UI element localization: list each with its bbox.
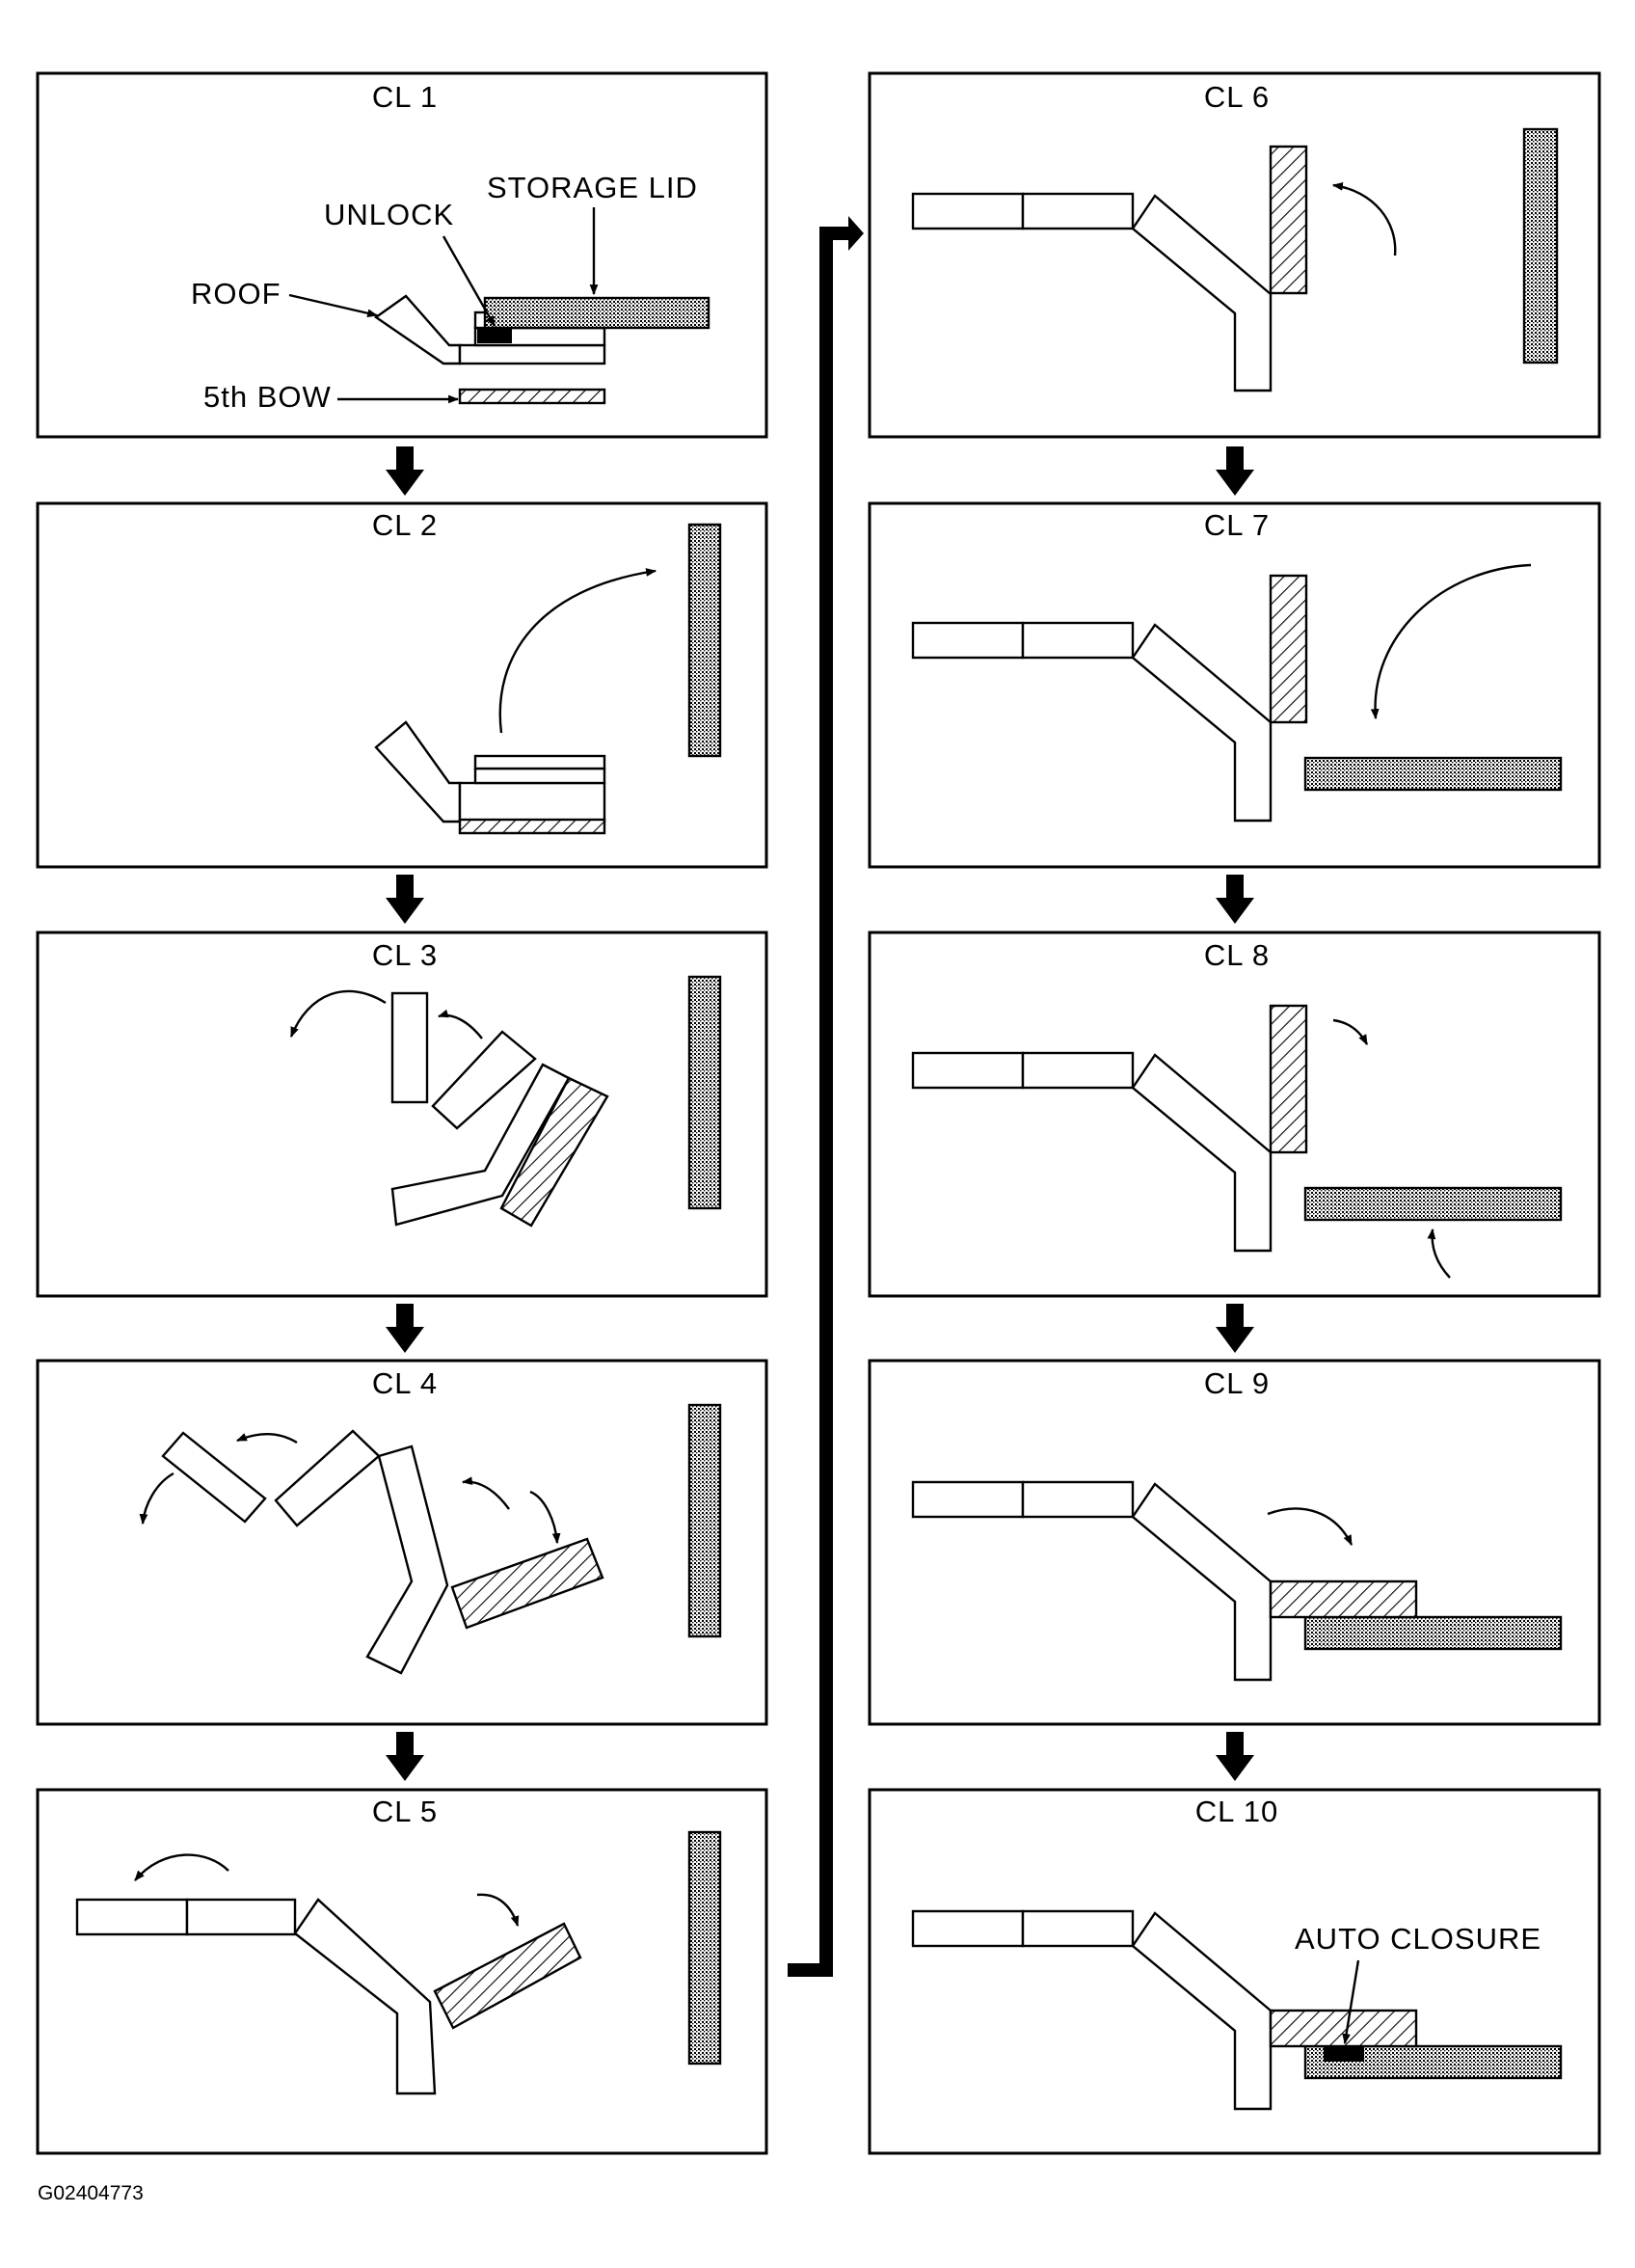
transition-arrow: [788, 227, 850, 1977]
callout-storage-lid: STORAGE LID: [487, 171, 698, 204]
down-arrow-icon: [1216, 446, 1254, 496]
storage-lid: [1303, 1615, 1563, 1651]
fifth-bow: [433, 1922, 582, 2030]
roof-front-panel: [911, 1480, 1025, 1519]
down-arrow-icon: [386, 446, 424, 496]
motion-arrow: [437, 1009, 483, 1040]
roof-segment: [431, 1030, 537, 1130]
storage-lid: [1522, 127, 1559, 364]
panel-cl9: CL 9: [868, 1359, 1601, 1726]
down-arrow-icon: [386, 1304, 424, 1353]
panel-title: CL 9: [1204, 1366, 1270, 1400]
roof-segment: [161, 1431, 267, 1524]
panel-title: CL 4: [372, 1366, 438, 1400]
roof-front-panel: [911, 192, 1025, 230]
panel-cl8: CL 8: [868, 931, 1601, 1298]
panel-cl6: CL 6: [868, 71, 1601, 439]
motion-arrow: [289, 989, 387, 1039]
panel-cl1: CL 1 STORAGE LID UNLOCK ROOF 5th BOW: [36, 71, 768, 439]
motion-arrow: [1331, 182, 1397, 256]
storage-lid: [483, 296, 710, 330]
motion-arrow: [529, 1490, 561, 1545]
panel-title: CL 3: [372, 938, 438, 972]
roof-rear-segment: [1131, 194, 1273, 392]
motion-arrow: [1427, 1228, 1451, 1279]
storage-lid: [687, 523, 722, 758]
motion-arrow: [498, 568, 657, 734]
figure-code: G02404773: [38, 2182, 144, 2204]
callout-auto-closure: AUTO CLOSURE: [1295, 1922, 1541, 1956]
auto-closure-latch: [1324, 2046, 1364, 2062]
leader-roof: [288, 293, 379, 318]
motion-arrow: [139, 1472, 174, 1526]
fifth-bow: [1269, 574, 1308, 724]
panel-title: CL 2: [372, 508, 438, 542]
storage-lid: [1303, 1186, 1563, 1222]
storage-lid: [687, 975, 722, 1210]
callout-5th-bow: 5th BOW: [203, 380, 332, 414]
roof-middle-panel: [185, 1898, 297, 1936]
panel-cl7: CL 7: [868, 501, 1601, 869]
motion-arrow: [461, 1476, 510, 1510]
roof-front-panel: [911, 1909, 1025, 1948]
roof-middle-panel: [1021, 1051, 1135, 1090]
panel-cl5: CL 5: [36, 1788, 768, 2155]
panel-cl3: CL 3: [36, 931, 768, 1298]
leader-auto-closure: [1342, 1959, 1360, 2045]
roof-front-panel: [911, 1051, 1025, 1090]
storage-lid: [687, 1403, 722, 1638]
motion-arrow: [476, 1893, 520, 1928]
motion-arrow: [235, 1432, 298, 1444]
panel-title: CL 7: [1204, 508, 1270, 542]
storage-lid: [687, 1830, 722, 2066]
down-arrow-icon: [1216, 875, 1254, 924]
motion-arrow: [134, 1853, 229, 1881]
panel-cl10: CL 10 AUTO CLOSURE: [868, 1788, 1601, 2155]
roof-middle-panel: [1021, 621, 1135, 660]
fifth-bow: [1269, 2009, 1418, 2048]
roof-middle-panel: [1021, 1909, 1135, 1948]
fifth-bow: [458, 388, 606, 405]
callout-roof: ROOF: [191, 277, 281, 310]
fifth-bow: [1269, 1004, 1308, 1154]
down-arrow-icon: [386, 1732, 424, 1781]
roof-segment: [365, 1444, 449, 1675]
roof-front-panel: [75, 1898, 189, 1936]
roof-middle-panel: [1021, 192, 1135, 230]
panel-title: CL 1: [372, 80, 438, 114]
panel-cl4: CL 4: [36, 1359, 768, 1726]
fifth-bow: [450, 1537, 604, 1630]
leader-unlock: [442, 235, 496, 327]
panel-title: CL 5: [372, 1795, 438, 1828]
roof-middle-panel: [1021, 1480, 1135, 1519]
panel-title: CL 8: [1204, 938, 1270, 972]
callout-unlock: UNLOCK: [324, 198, 454, 231]
motion-arrow: [1267, 1507, 1354, 1546]
fifth-bow: [1269, 1580, 1418, 1619]
roof-rear-segment: [1131, 1482, 1273, 1682]
panel-cl2: CL 2: [36, 501, 768, 869]
motion-arrow: [1370, 563, 1532, 720]
panel-title: CL 10: [1195, 1795, 1279, 1828]
fifth-bow: [458, 818, 606, 835]
roof-rear-segment: [1131, 623, 1273, 823]
roof-front-panel: [911, 621, 1025, 660]
storage-lid: [1303, 756, 1563, 792]
fifth-bow: [1269, 145, 1308, 295]
fifth-bow: [499, 1076, 609, 1228]
right-arrow-icon: [848, 216, 864, 251]
roof-rear-segment: [1131, 1053, 1273, 1253]
down-arrow-icon: [1216, 1732, 1254, 1781]
down-arrow-icon: [1216, 1304, 1254, 1353]
unlock-latch: [477, 328, 512, 343]
motion-arrow: [1332, 1018, 1369, 1045]
roof-rear-segment: [1131, 1911, 1273, 2111]
panel-title: CL 6: [1204, 80, 1270, 114]
roof-rear-segment: [293, 1898, 437, 2095]
down-arrow-icon: [386, 875, 424, 924]
roof-linkage: [374, 720, 606, 824]
roof-segment: [390, 991, 429, 1104]
